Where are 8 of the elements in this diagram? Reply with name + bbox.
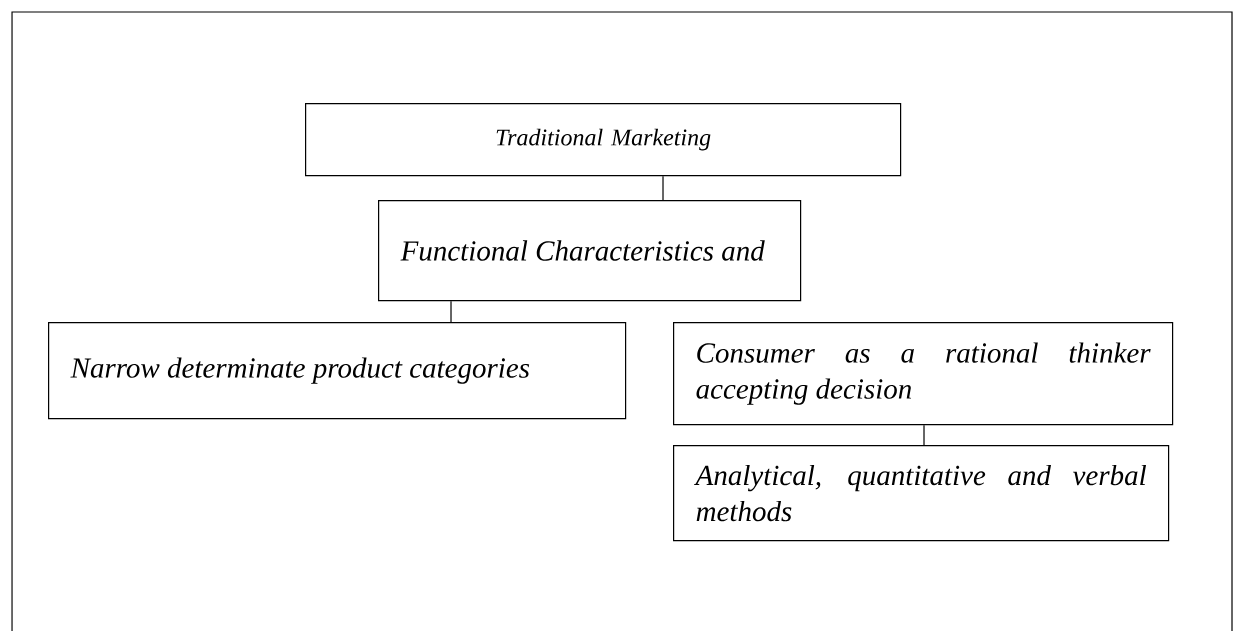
connector-line	[450, 300, 452, 323]
text-box: Analytical, quantitative and verbal methods	[673, 445, 1170, 542]
text-box: Functional Characteristics and	[378, 200, 802, 302]
text-box: Traditional Marketing	[305, 103, 902, 177]
connector-line	[662, 175, 664, 201]
connector-line	[923, 424, 925, 446]
text-box: Consumer as a rational thinker accepting decision	[673, 322, 1174, 426]
text-box: Narrow determinate product categories	[48, 322, 627, 420]
